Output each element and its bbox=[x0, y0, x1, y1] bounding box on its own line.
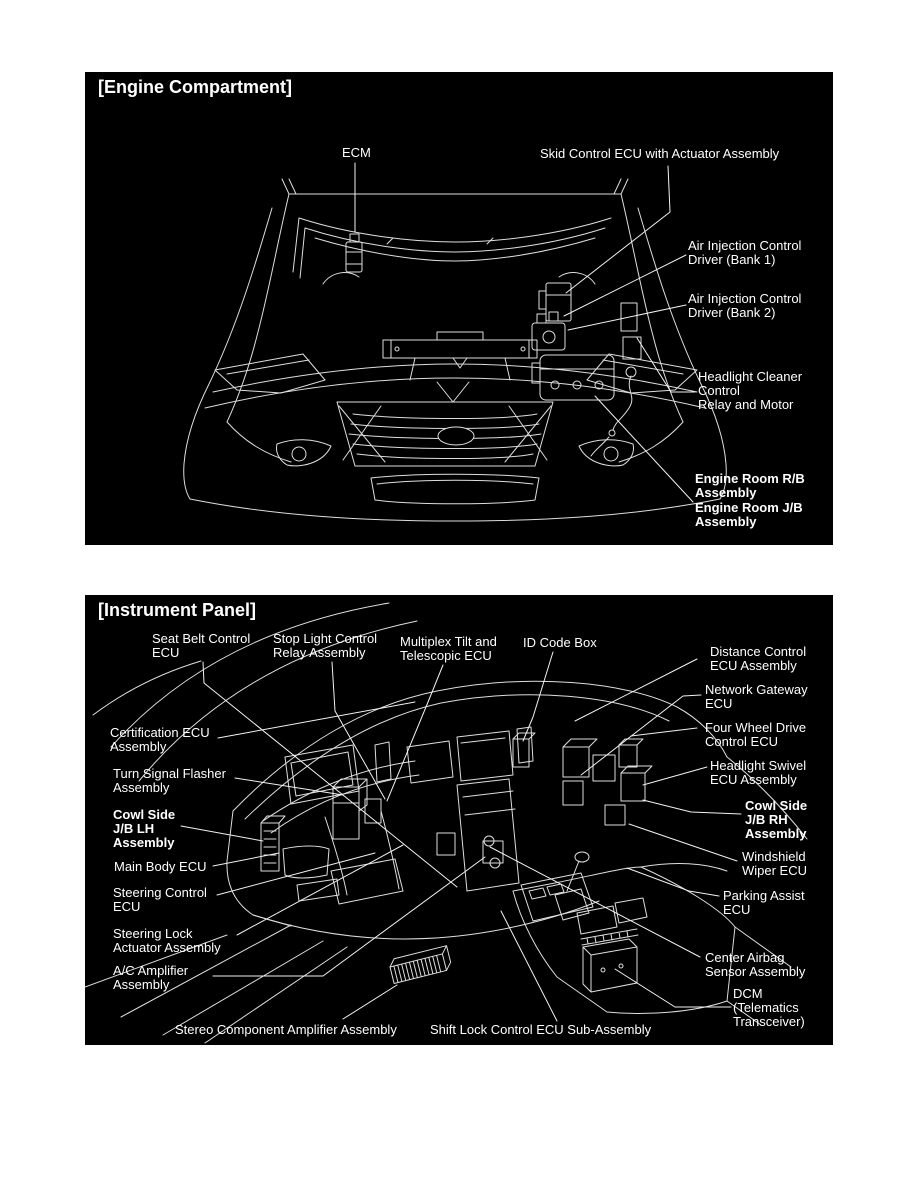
engine-compartment-drawing bbox=[183, 162, 727, 522]
label-engine-room-jb: Engine Room J/B Assembly bbox=[695, 500, 803, 530]
instrument-panel-drawing bbox=[85, 602, 808, 1044]
label-air-injection-bank1: Air Injection Control Driver (Bank 1) bbox=[688, 238, 802, 268]
label-certification-ecu: Certification ECU Assembly bbox=[110, 725, 210, 755]
label-main-body-ecu: Main Body ECU bbox=[114, 859, 207, 874]
instrument-panel-title: [Instrument Panel] bbox=[98, 600, 257, 620]
label-headlight-swivel: Headlight Swivel ECU Assembly bbox=[710, 758, 807, 788]
label-cowl-side-jb-lh: Cowl Side J/B LH Assembly bbox=[113, 807, 176, 851]
label-four-wheel-drive: Four Wheel Drive Control ECU bbox=[705, 720, 807, 750]
engine-compartment-panel: [Engine Compartment] ECM Skid Control EC… bbox=[85, 72, 833, 545]
label-center-airbag-sensor: Center Airbag Sensor Assembly bbox=[705, 950, 806, 980]
instrument-panel: [Instrument Panel] Seat Belt Control ECU… bbox=[85, 595, 833, 1045]
label-stereo-component-amplifier: Stereo Component Amplifier Assembly bbox=[175, 1022, 397, 1037]
label-air-injection-bank2: Air Injection Control Driver (Bank 2) bbox=[688, 291, 802, 321]
label-cowl-side-jb-rh: Cowl Side J/B RH Assembly bbox=[745, 798, 808, 842]
label-seat-belt-control-ecu: Seat Belt Control ECU bbox=[152, 631, 251, 661]
engine-leader-lines bbox=[354, 162, 696, 503]
label-windshield-wiper-ecu: Windshield Wiper ECU bbox=[742, 849, 808, 879]
label-parking-assist-ecu: Parking Assist ECU bbox=[723, 888, 805, 918]
label-ac-amplifier: A/C Amplifier Assembly bbox=[113, 963, 189, 993]
label-dcm-telematics: DCM (Telematics Transceiver) bbox=[733, 986, 805, 1030]
label-steering-lock-actuator: Steering Lock Actuator Assembly bbox=[113, 926, 221, 956]
label-turn-signal-flasher: Turn Signal Flasher Assembly bbox=[113, 766, 226, 796]
engine-compartment-title: [Engine Compartment] bbox=[98, 77, 293, 97]
instrument-leader-lines bbox=[180, 651, 742, 1022]
label-stop-light-relay: Stop Light Control Relay Assembly bbox=[273, 631, 378, 661]
label-skid-control-ecu: Skid Control ECU with Actuator Assembly bbox=[540, 146, 780, 161]
label-engine-room-rb: Engine Room R/B Assembly bbox=[695, 471, 805, 501]
label-distance-control: Distance Control ECU Assembly bbox=[710, 644, 807, 674]
label-id-code-box: ID Code Box bbox=[523, 635, 597, 650]
label-headlight-cleaner: Headlight Cleaner Control Relay and Moto… bbox=[698, 369, 803, 413]
label-ecm: ECM bbox=[342, 145, 371, 160]
label-network-gateway: Network Gateway ECU bbox=[705, 682, 808, 712]
label-shift-lock-control-ecu: Shift Lock Control ECU Sub-Assembly bbox=[430, 1022, 652, 1037]
label-multiplex-tilt-ecu: Multiplex Tilt and Telescopic ECU bbox=[400, 634, 497, 664]
label-steering-control-ecu: Steering Control ECU bbox=[113, 885, 207, 915]
